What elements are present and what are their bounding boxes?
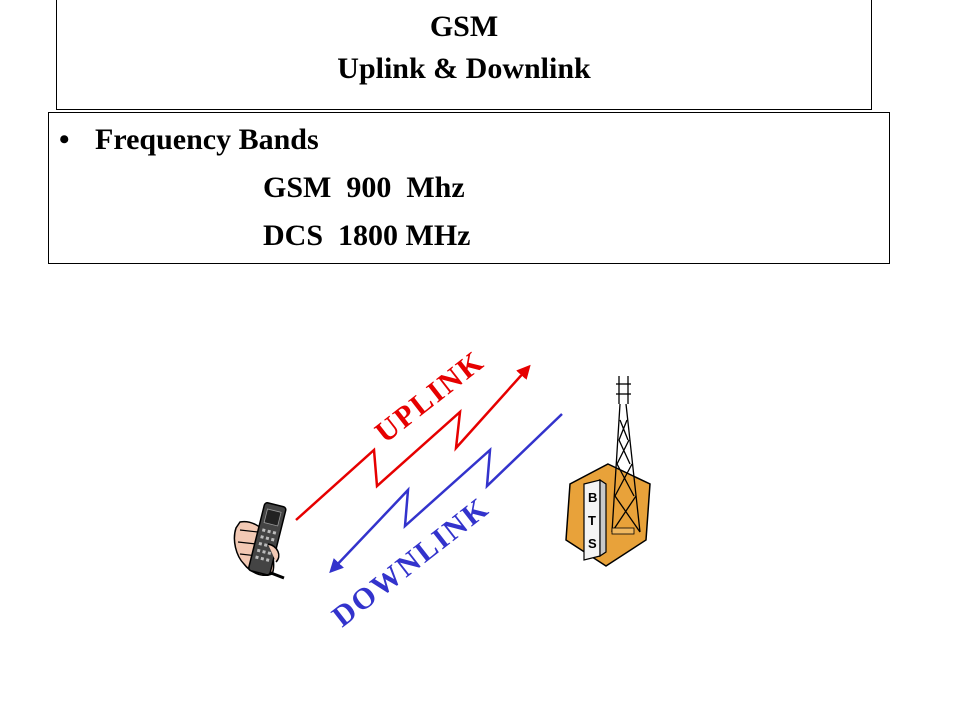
uplink-arrow <box>295 364 531 521</box>
downlink-label: DOWNLINK <box>326 491 496 634</box>
bts-letter-b: B <box>588 490 597 505</box>
bts-letter-t: T <box>588 513 596 528</box>
bts-station-icon: B T S <box>565 376 651 567</box>
phone-in-hand-icon <box>233 502 287 580</box>
content-box: • Frequency Bands GSM 900 Mhz DCS 1800 MH… <box>48 112 890 264</box>
bullet-row: • Frequency Bands <box>59 123 319 157</box>
band-gsm: GSM 900 Mhz <box>263 171 465 204</box>
bullet-heading: Frequency Bands <box>95 123 319 156</box>
title-line-2: Uplink & Downlink <box>337 52 591 85</box>
band-dcs: DCS 1800 MHz <box>263 219 471 252</box>
uplink-label: UPLINK <box>369 344 491 449</box>
title-line-1: GSM <box>429 10 499 43</box>
downlink-arrow <box>329 413 563 574</box>
bts-letter-s: S <box>588 536 597 551</box>
bullet-dot: • <box>59 123 70 156</box>
title-box: GSM Uplink & Downlink <box>56 0 872 110</box>
